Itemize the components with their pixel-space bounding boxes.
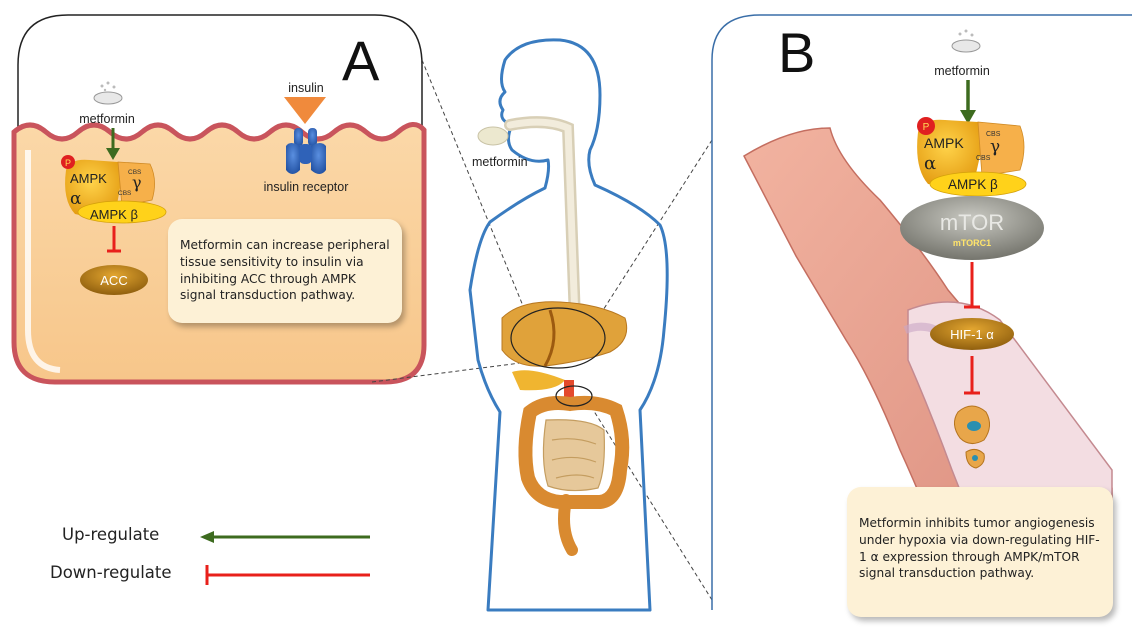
cbs-label-b-1: CBS: [986, 131, 1001, 138]
panel-b-letter: B: [778, 21, 815, 84]
metformin-label-b: metformin: [934, 64, 990, 78]
hif-node: HIF-1 α: [930, 318, 1014, 350]
ampk-complex-b: P AMPK α γ CBS CBS AMPK β: [917, 117, 1026, 196]
panel-b-note: Metformin inhibits tumor angiogenesis un…: [847, 487, 1113, 617]
legend-up-label: Up-regulate: [62, 525, 159, 544]
metformin-label-a: metformin: [79, 112, 135, 126]
mtorc1-label: mTORC1: [953, 238, 991, 248]
acc-node: ACC: [80, 265, 148, 295]
small-intestine: [543, 420, 604, 491]
alpha-label-b: α: [924, 153, 936, 174]
panel-a-letter: A: [342, 29, 380, 92]
metformin-label-center: metformin: [472, 155, 528, 169]
beta-label-b: AMPK β: [948, 177, 998, 192]
gallbladder: [512, 370, 565, 390]
metformin-pill-center-icon: [478, 127, 508, 145]
esophagus: [510, 122, 575, 320]
ampk-label-a: AMPK: [70, 171, 107, 186]
alpha-label-a: α: [70, 189, 82, 209]
legend-up-arrow: [200, 531, 370, 543]
ampk-complex-a: P AMPK α γ CBS CBS AMPK β: [61, 155, 166, 223]
p-label-b: P: [923, 122, 930, 133]
ampk-label-b: AMPK: [924, 135, 964, 151]
panel-a-note: Metformin can increase peripheral tissue…: [168, 219, 402, 323]
gamma-label-b: γ: [990, 137, 1000, 157]
cbs-label-b-2: CBS: [976, 155, 991, 162]
beta-label-a: AMPK β: [90, 207, 138, 222]
down-regulate-arrow-b1: [964, 262, 980, 307]
hif-label: HIF-1 α: [950, 327, 994, 342]
mtor-node: mTOR mTORC1: [900, 196, 1044, 260]
metformin-pill-b-icon: [952, 30, 980, 53]
metformin-pill-icon: [94, 82, 122, 105]
up-regulate-arrow-b: [960, 80, 976, 124]
human-body: metformin: [470, 40, 667, 610]
acc-label: ACC: [100, 273, 127, 288]
p-label-a: P: [65, 158, 71, 168]
cbs-label-a-1: CBS: [128, 169, 142, 176]
legend-down-label: Down-regulate: [50, 563, 172, 582]
legend-down-arrow: [207, 565, 370, 585]
mtor-label: mTOR: [940, 210, 1004, 235]
insulin-receptor-label: insulin receptor: [264, 180, 349, 194]
rectum: [564, 500, 572, 550]
insulin-triangle-icon: [284, 97, 326, 124]
cbs-label-a-2: CBS: [118, 190, 132, 197]
insulin-label: insulin: [288, 81, 323, 95]
